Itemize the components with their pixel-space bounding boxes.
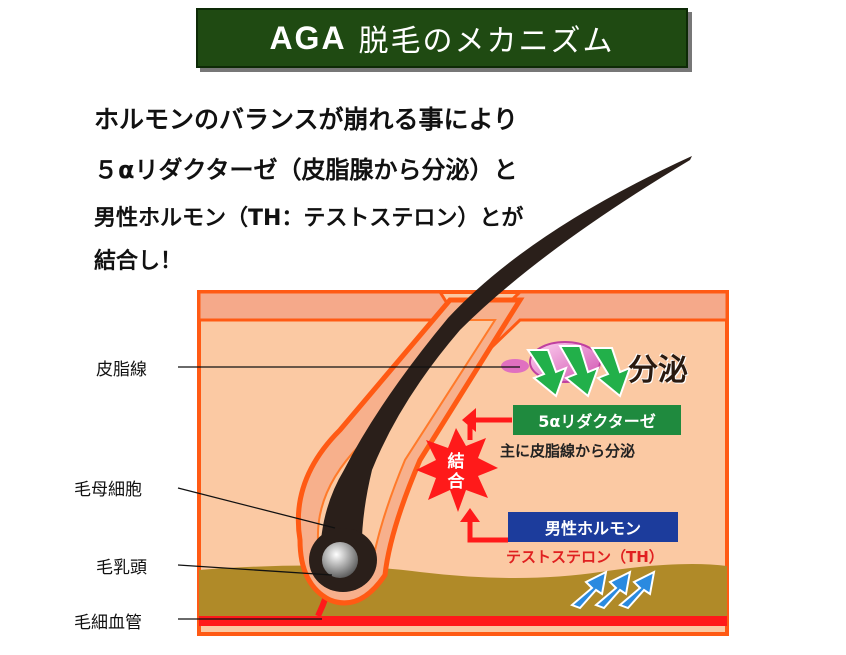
reductase-note: 主に皮脂線から分泌 <box>500 442 636 460</box>
bind-connector-bottom <box>467 520 508 543</box>
title-prefix: AGA <box>269 19 347 56</box>
leader-papilla <box>177 564 333 576</box>
testosterone-arrows <box>570 570 656 610</box>
intro-line-4: 結合し！ <box>94 249 183 274</box>
male-hormone-box: 男性ホルモン <box>508 512 678 542</box>
intro-line-2: ５αリダクターゼ（皮脂腺から分泌）と <box>94 156 518 184</box>
secretion-label: 分泌 <box>628 353 688 388</box>
intro-line-1: ホルモンのバランスが崩れる事により <box>94 105 519 134</box>
title-text: 脱毛のメカニズム <box>358 24 615 59</box>
arrowhead-bottom <box>460 508 480 522</box>
label-sebaceous-gland: 皮脂線 <box>96 360 147 380</box>
leader-matrix <box>177 487 336 529</box>
capillary-vessel <box>199 616 727 626</box>
label-hair-matrix-cell: 毛母細胞 <box>74 480 142 500</box>
intro-line-3: 男性ホルモン（TH：テストステロン）とが <box>94 206 524 231</box>
hair-shaft <box>320 156 692 560</box>
gland-duct <box>501 359 529 373</box>
testosterone-label: テストステロン（TH） <box>506 548 664 566</box>
secretion-arrows <box>526 345 632 398</box>
bind-starburst <box>416 428 498 512</box>
bind-label: 結合 <box>447 452 465 492</box>
label-dermal-papilla: 毛乳頭 <box>96 558 147 578</box>
label-capillary: 毛細血管 <box>74 613 142 633</box>
title-banner: AGA 脱毛のメカニズム <box>196 8 688 68</box>
dermal-papilla <box>322 542 358 578</box>
reductase-box: 5αリダクターゼ <box>513 405 681 435</box>
arrowhead-top <box>462 408 476 432</box>
